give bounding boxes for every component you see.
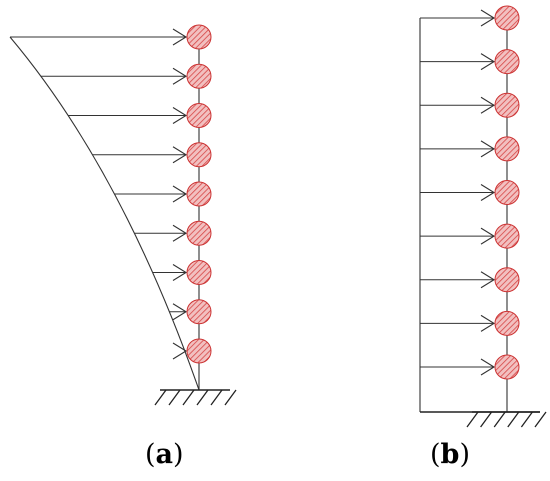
load-arrow-icon: [480, 96, 496, 114]
panel-b-caption: (b): [430, 441, 470, 468]
ground-hatch-tick: [196, 389, 209, 406]
ground-hatch-tick: [493, 411, 506, 428]
floor-mass-icon: [494, 136, 520, 162]
floor-mass-icon: [494, 354, 520, 380]
ground-hatch-tick: [168, 389, 181, 406]
floor-mass-icon: [186, 103, 212, 128]
caption-b-close: ): [459, 439, 470, 470]
floor-mass-icon: [494, 310, 520, 336]
load-arrow-icon: [480, 53, 496, 71]
load-arrow-icon: [480, 227, 496, 245]
panel-a-caption: (a): [145, 441, 184, 468]
panel-a-diagram: [9, 24, 237, 406]
caption-a-close: ): [173, 439, 184, 470]
ground-hatch-tick: [507, 411, 520, 428]
load-arrow-icon: [172, 107, 188, 124]
ground-hatch-tick: [224, 389, 237, 406]
floor-mass-icon: [494, 180, 520, 205]
floor-mass-icon: [494, 267, 520, 293]
caption-a-open: (: [145, 439, 156, 470]
floor-mass-icon: [186, 181, 212, 207]
load-arrow-icon: [480, 140, 496, 158]
ground-hatch-tick: [210, 389, 223, 406]
load-arrow-icon: [172, 146, 188, 164]
load-arrow-icon: [172, 303, 188, 321]
load-arrow-icon: [480, 9, 496, 27]
load-arrow-icon: [172, 28, 188, 46]
floor-mass-icon: [494, 92, 520, 118]
load-arrow-icon: [172, 342, 188, 360]
caption-b-open: (: [430, 439, 441, 470]
floor-mass-icon: [186, 299, 212, 325]
floor-mass-icon: [494, 223, 520, 249]
ground-hatch-tick: [154, 389, 167, 406]
load-arrow-icon: [480, 358, 496, 376]
ground-hatch-tick: [534, 411, 547, 428]
panel-b-diagram: [419, 5, 547, 428]
floor-mass-icon: [186, 142, 212, 168]
ground-hatch-tick: [466, 411, 479, 428]
load-envelope-curve: [9, 36, 200, 391]
ground-hatch-tick: [182, 389, 195, 406]
load-arrow-icon: [480, 314, 496, 332]
floor-mass-icon: [186, 338, 212, 364]
caption-b-letter: b: [440, 439, 460, 470]
fixed-support-icon: [466, 411, 547, 428]
load-arrow-icon: [172, 264, 188, 281]
floor-mass-icon: [186, 24, 212, 50]
load-arrow-icon: [172, 67, 188, 85]
floor-mass-icon: [186, 260, 212, 285]
load-arrow-icon: [172, 224, 188, 242]
floor-mass-icon: [494, 5, 520, 31]
floor-mass-icon: [186, 220, 212, 246]
caption-a-letter: a: [155, 439, 174, 470]
fixed-support-icon: [154, 389, 237, 406]
load-arrow-icon: [480, 184, 496, 201]
ground-hatch-tick: [480, 411, 493, 428]
load-arrow-icon: [172, 185, 188, 203]
load-arrow-icon: [480, 271, 496, 289]
floor-mass-icon: [186, 63, 212, 89]
floor-mass-icon: [494, 49, 520, 75]
ground-hatch-tick: [520, 411, 533, 428]
